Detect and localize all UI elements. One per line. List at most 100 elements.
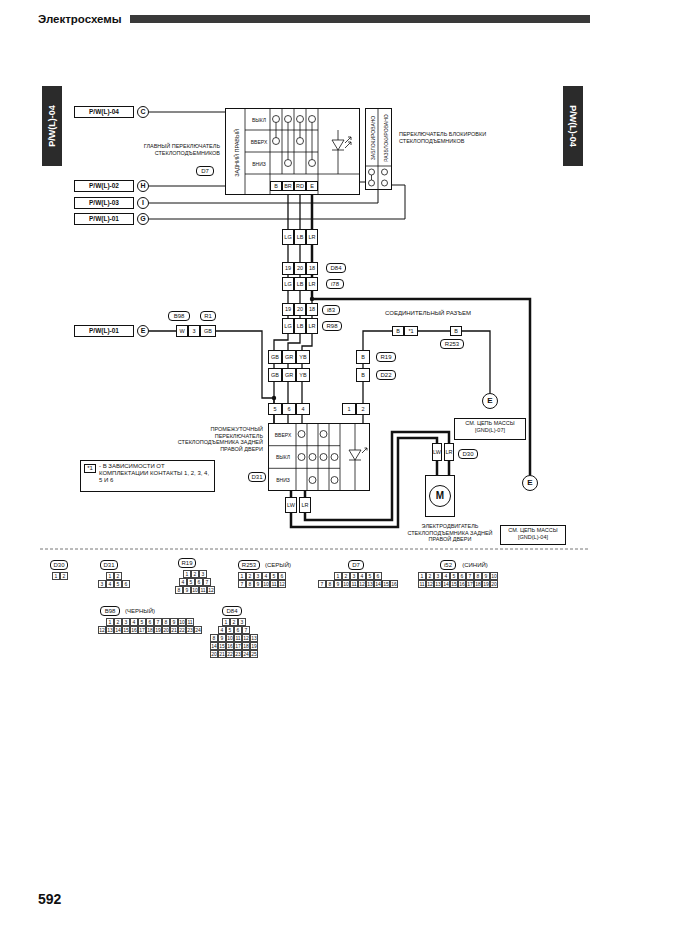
pin-number: 12 [358,580,366,588]
pin-number: 14 [442,580,450,588]
pin-number: 11 [350,580,358,588]
switch-position: РАЗБЛОКИРОВАНО [380,111,392,165]
switch-position: ВНИЗ [247,159,271,169]
reference-letter: C [137,106,149,118]
pin-number: 7 [154,618,162,626]
window-motor: MЭЛЕКТРОДВИГАТЕЛЬ СТЕКЛОПОДЪЕМНИКА ЗАДНЕ… [425,475,455,517]
pin-number: 2 [230,618,238,626]
reference-text: СМ. ЦЕПЬ МАССЫ [GND(L)-04] [502,527,564,543]
pin-number: 15 [450,580,458,588]
wire [305,432,449,520]
pin-number: 9 [218,634,226,642]
pin-number: 12 [98,626,106,634]
pin-cell: YB [296,350,310,364]
motor-symbol: M [429,485,451,507]
connector-id: D7 [348,560,364,570]
pin-number: 5 [187,578,195,586]
pin-number: 11 [418,580,426,588]
pin-number: 13 [434,580,442,588]
pin-number: 14 [114,626,122,634]
pin-number: 25 [250,650,258,658]
pin-number: 5 [450,572,458,580]
pin-number: 9 [334,580,342,588]
pin-cell: LB [294,318,306,334]
pin-number: 1 [334,572,342,580]
wire [312,195,530,475]
section-code: P/W(L)-04 [563,86,583,166]
pin-number: 7 [238,580,246,588]
reference-tag: P/W(L)-01E [74,325,149,337]
pin-number: 2 [114,618,122,626]
pin-cell: 18 [306,262,318,275]
switch-position: ВНИЗ [270,475,296,485]
pin-number: 11 [234,634,242,642]
reference-code: P/W(L)-01 [74,213,134,225]
note-text: - В ЗАВИСИМОСТИ ОТ КОМПЛЕКТАЦИИ КОНТАКТЫ… [99,463,212,490]
switch-position: ВВЕРХ [270,430,296,440]
pin-cell: 5 [268,403,282,415]
component-name: ПЕРЕКЛЮЧАТЕЛЬ БЛОКИРОВКИ СТЕКЛОПОДЪЕМНИК… [399,131,489,153]
pin-number: 3 [350,572,358,580]
pin-number: 3 [238,618,246,626]
pin-number: 1 [183,570,191,578]
pin-number: 3 [98,580,106,588]
pin-number: 1 [52,572,60,580]
pin-number: 7 [203,578,211,586]
lock-switch-contacts [365,108,392,190]
pin-number: 4 [262,572,270,580]
pin-cell: B [450,326,462,336]
pin-cell: 4 [296,403,310,415]
reference-tag: P/W(L)-02H [74,180,149,192]
pin-number: 21 [218,650,226,658]
ground-letter: E [483,394,497,408]
pin-number: 20 [490,580,498,588]
pin-number: 12 [242,634,250,642]
pin-number: 16 [130,626,138,634]
pin-number: 4 [442,572,450,580]
pin-cell: LW [432,443,442,461]
wire [363,331,490,423]
connector-id: R19 [178,558,196,568]
switch-position: ВЫКЛ [247,115,271,125]
pin-number: 18 [242,642,250,650]
header-bar [130,15,590,23]
pin-number: 4 [130,618,138,626]
pin-cell: LB [294,229,306,245]
reference-code: P/W(L)-03 [74,197,134,209]
pin-number: 10 [490,572,498,580]
note-text: (СИНИЙ) [458,560,492,570]
pin-number: 18 [146,626,154,634]
pin-cell: BR [282,181,294,191]
ground-terminal: E [482,393,498,409]
reference-letter: H [137,180,149,192]
wire [149,190,378,203]
pin-number: 7 [318,580,326,588]
pin-number: 5 [270,572,278,580]
pin-number: 18 [474,580,482,588]
pin-number: 10 [262,580,270,588]
section-tab: P/W(L)-04 [42,86,62,166]
connector-id: B98 [100,606,120,616]
reference-tag: P/W(L)-04C [74,106,149,118]
pin-cell: GB [268,350,282,364]
pin-number: 12 [278,580,286,588]
pin-number: 16 [390,580,398,588]
connector-id: D22 [376,370,396,380]
pin-number: 4 [218,626,226,634]
pin-number: 19 [154,626,162,634]
pin-number: 8 [175,586,183,594]
pin-number: 17 [234,642,242,650]
pin-number: 6 [122,580,130,588]
pin-number: 10 [226,634,234,642]
page-number: 592 [38,890,78,908]
section-code: P/W(L)-04 [42,86,62,166]
note-text: (СЕРЫЙ) [261,560,295,570]
pin-number: 5 [114,580,122,588]
connector-id: i83 [322,305,340,315]
connector-id: D31 [100,560,118,570]
reference-tag: P/W(L)-03I [74,197,149,209]
reference-code: P/W(L)-02 [74,180,134,192]
